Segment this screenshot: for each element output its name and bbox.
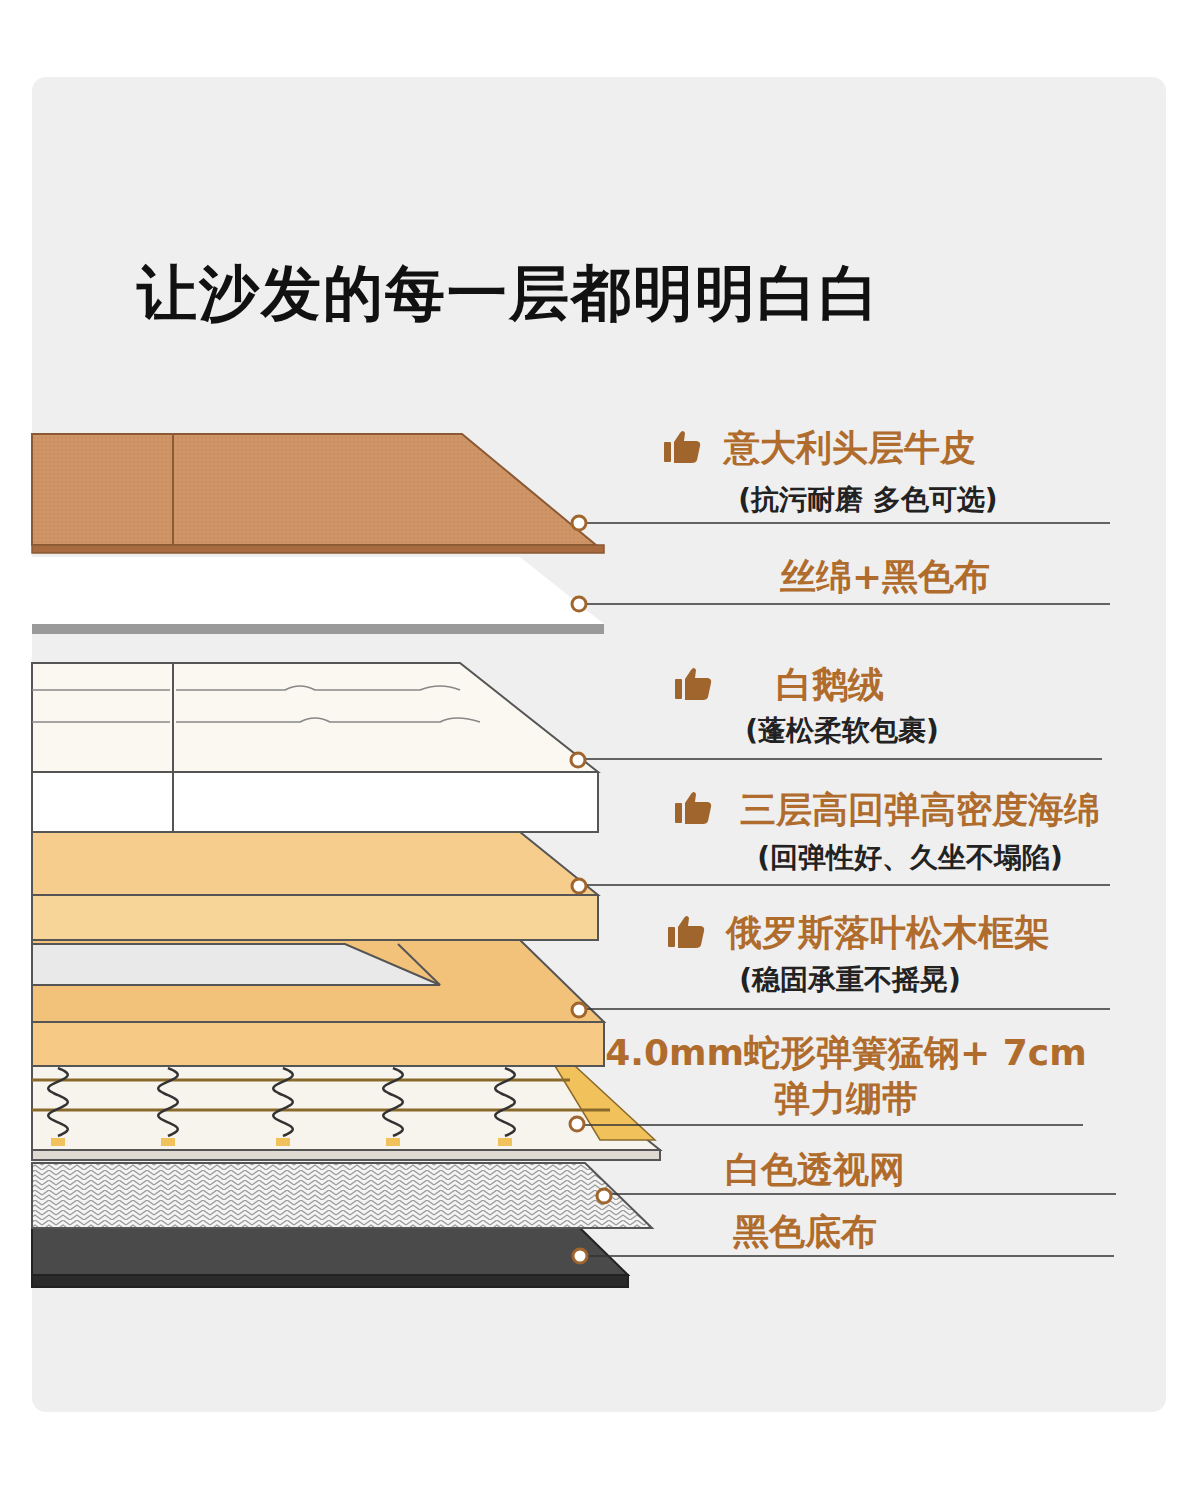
- page-title: 让沙发的每一层都明明白白: [137, 254, 881, 335]
- layer-name: 4.0mm蛇形弹簧猛钢+ 7cm弹力绷带: [596, 1030, 1096, 1122]
- leather-layer: [32, 434, 604, 553]
- layer-name: 丝绵+黑色布: [780, 553, 990, 602]
- foam-layer: [32, 832, 598, 940]
- layer-name: 三层高回弹高密度海绵: [740, 786, 1100, 835]
- layer-note: (抗污耐磨 多色可选): [738, 481, 997, 519]
- down-layer: [32, 663, 598, 832]
- layer-note: (蓬松柔软包裹): [745, 712, 939, 750]
- layer-name: 黑色底布: [733, 1208, 877, 1257]
- thumbs-up-icons: [664, 431, 711, 948]
- leader-dots: [570, 516, 611, 1263]
- panel: [32, 77, 1166, 1412]
- layer-name: 白鹅绒: [776, 661, 884, 710]
- layer-note: (回弹性好、久坐不塌陷): [757, 839, 1063, 877]
- silk-layer: [32, 557, 604, 634]
- layer-note: (稳固承重不摇晃): [739, 961, 961, 999]
- layer-name: 俄罗斯落叶松木框架: [726, 909, 1050, 958]
- base-cloth-layer: [32, 1228, 628, 1287]
- spring-layer: [32, 1066, 660, 1160]
- layer-name: 意大利头层牛皮: [724, 424, 976, 473]
- layer-name: 白色透视网: [725, 1146, 905, 1195]
- net-layer: [32, 1163, 652, 1228]
- frame-layer: [32, 940, 604, 1066]
- leader-lines: [584, 523, 1116, 1256]
